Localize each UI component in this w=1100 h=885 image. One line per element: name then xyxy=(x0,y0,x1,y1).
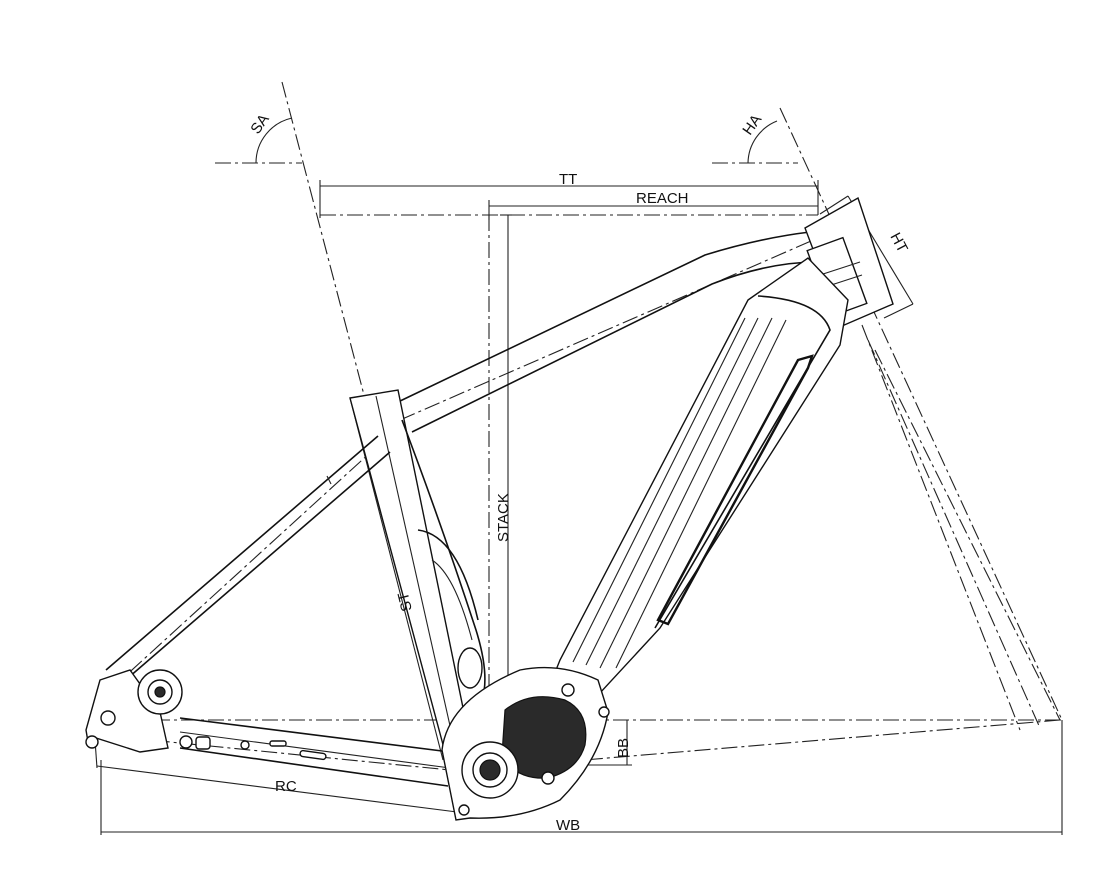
label-sa: SA xyxy=(247,111,272,137)
label-rc: RC xyxy=(275,778,297,795)
label-tt: TT xyxy=(559,171,577,188)
label-reach: REACH xyxy=(636,190,689,207)
label-ha: HA xyxy=(739,111,765,138)
label-bb: BB xyxy=(615,738,632,758)
label-st: ST xyxy=(395,590,416,613)
label-wb: WB xyxy=(556,817,580,834)
label-ht: HT xyxy=(886,230,910,256)
frame xyxy=(85,196,894,821)
label-stack: STACK xyxy=(495,493,512,542)
